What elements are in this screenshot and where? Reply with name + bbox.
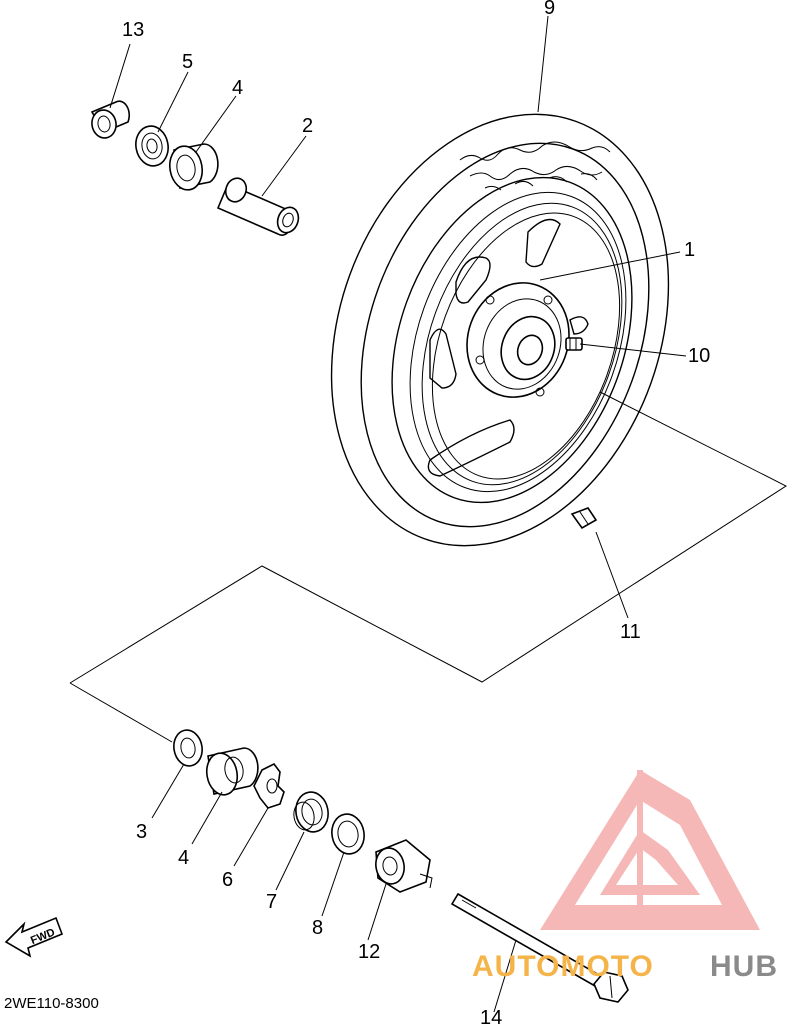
callout-9: 9 [544,0,555,19]
callout-5: 5 [182,51,193,73]
balance-weight [570,507,598,530]
callout-12: 12 [358,941,380,963]
callout-11: 11 [620,621,641,643]
callout-7: 7 [266,891,277,913]
oil-seal [173,729,203,767]
valve-stem [565,337,583,351]
collar [90,100,131,139]
washer [331,813,365,855]
callout-14: 14 [480,1007,502,1027]
spacer-tube [216,177,300,236]
callout-10: 10 [688,345,710,367]
assembly-outline [69,391,788,743]
forward-arrow-icon: FWD [4,916,64,958]
speedometer-gear-unit [375,839,433,893]
callout-2: 2 [302,115,313,137]
bearing-left-small [135,125,169,167]
watermark-logo-icon [540,770,760,930]
callout-13: 13 [122,19,144,41]
wheel-assembly [330,113,670,547]
meter-gear [293,791,329,833]
leader-lines [109,15,687,1013]
meter-clutch [253,762,285,809]
callout-8: 8 [312,917,323,939]
watermark-text-primary: AUTOMOTO [472,950,654,983]
bearing-left [168,143,219,191]
callout-4-top: 4 [232,77,243,99]
diagram-code: 2WE110-8300 [4,995,99,1012]
callout-6: 6 [222,869,233,891]
callout-1: 1 [684,239,695,261]
wheel-axle [450,892,629,1003]
callout-4-bottom: 4 [178,847,189,869]
callout-3: 3 [136,821,147,843]
bearing-right [205,747,259,796]
watermark-text-secondary: HUB [710,950,778,983]
